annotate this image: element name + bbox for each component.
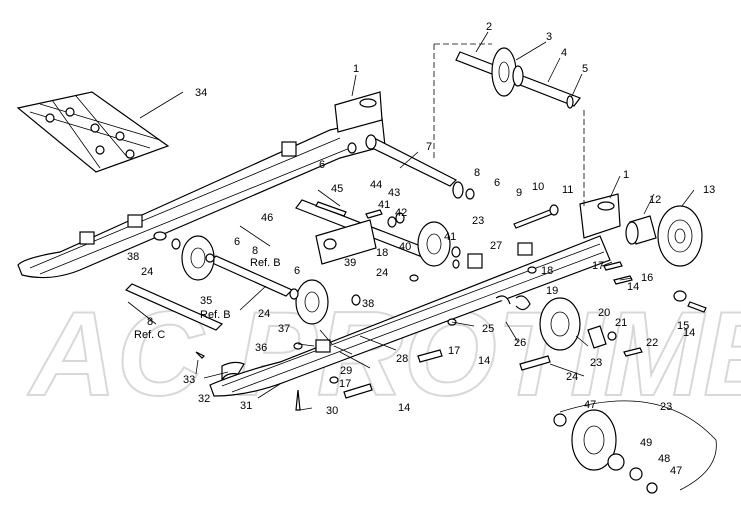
callout: 36 [255,342,267,354]
callout: 11 [562,184,573,196]
callout: 24 [376,267,388,279]
callout: 42 [395,207,407,219]
callout: 6 [234,236,240,248]
callout: 21 [615,317,627,329]
callout: 34 [195,87,207,99]
callout: 16 [641,272,653,284]
callout: 48 [658,453,670,465]
callout: 33 [183,374,195,386]
callout: 35 [200,295,212,307]
ref-label: Ref. B [200,309,231,321]
callout: 17 [339,378,351,390]
callout: 40 [399,241,411,253]
callout: 1 [353,63,359,75]
callout: 2 [486,21,492,33]
callout: 13 [703,184,715,196]
callout: 26 [514,337,526,349]
callout: 47 [584,399,596,411]
callout: 32 [198,393,210,405]
callout: 27 [490,240,502,252]
callout: 41 [378,199,390,211]
track-clip-strip [16,91,170,173]
callout: 5 [582,63,588,75]
callout: 24 [258,308,270,320]
callout: 24 [566,371,578,383]
callout: 20 [598,307,610,319]
callout: 18 [376,247,388,259]
callout: 8 [474,167,480,179]
idler-wheel-right [539,297,581,351]
callout: 12 [649,194,661,206]
callout: 6 [319,159,325,171]
wheel-assembly-detail [553,400,717,494]
callout: 24 [141,266,153,278]
callout: 19 [546,285,558,297]
idler-wheel-left [181,235,215,281]
callout: 17 [448,345,460,357]
callout: 4 [561,47,567,59]
callout: 29 [340,365,352,377]
callout: 1 [623,169,629,181]
ref-label: Ref. C [134,329,165,341]
callout-labels: 1 1 2 3 4 5 6 6 6 6 7 8 8 8 9 10 11 12 1… [127,21,715,477]
callout: 43 [388,187,400,199]
idler-wheel-mid [295,279,329,325]
watermark-text: AC PROTIME [27,287,741,421]
callout: 7 [426,141,432,153]
callout: 46 [261,212,273,224]
callout: 10 [532,181,544,193]
callout: 44 [370,179,382,191]
rear-idler-shaft [455,47,581,109]
callout: 14 [627,281,639,293]
right-slide-rail [209,193,621,397]
callout: 31 [240,400,252,412]
callout: 23 [472,215,484,227]
callout: 37 [278,323,290,335]
callout: 38 [127,251,139,263]
callout: 41 [444,231,456,243]
callout: 15 [677,320,689,332]
callout: 8 [252,245,258,257]
callout: 14 [478,355,490,367]
callout: 23 [590,357,602,369]
callout: 47 [670,465,682,477]
callout: 30 [326,405,338,417]
leader-lines [127,31,695,411]
callout: 28 [396,353,408,365]
callout: 3 [546,31,552,43]
spacer-12 [625,215,657,245]
bracket-40 [315,219,377,265]
callout: 8 [147,316,153,328]
callout: 6 [494,177,500,189]
callout: 45 [331,183,343,195]
idler-wheel-center [417,221,451,267]
callout: 25 [482,323,494,335]
callout: 38 [362,298,374,310]
shaft-dash-line [433,43,492,160]
callout: 14 [683,327,695,339]
callout: 14 [398,402,410,414]
hardware [153,142,707,411]
callout: 39 [344,257,356,269]
callout: 6 [294,265,300,277]
callout: 22 [646,337,658,349]
callout: 49 [640,437,652,449]
rear-wheel-13 [657,205,703,267]
callout: 23 [660,401,672,413]
ref-label: Ref. B [250,257,281,269]
callout: 17 [592,260,604,272]
callout: 18 [541,265,553,277]
rear-cross-shaft [365,134,458,187]
callout: 9 [516,187,522,199]
